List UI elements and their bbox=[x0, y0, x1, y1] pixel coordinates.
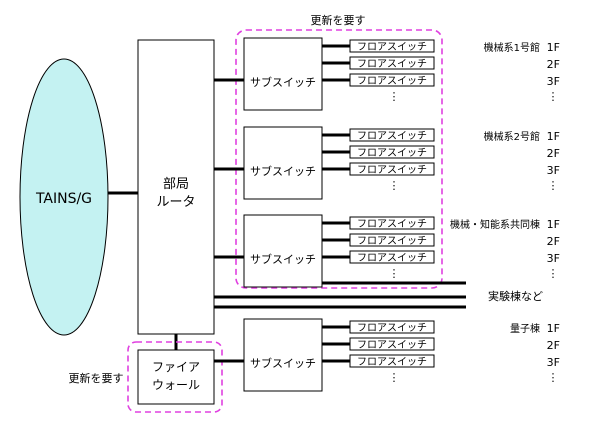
group-mech-intelligent-joint: サブスイッチ フロアスイッチ 1F フロアスイッチ 2F フロアスイッチ 3F ⋮ ⋮ 機械・知能… bbox=[214, 214, 560, 288]
floor-label-ellipsis: ⋮ bbox=[548, 179, 559, 192]
sub-switch-box bbox=[243, 37, 323, 111]
floor-switch-ellipsis: ⋮ bbox=[389, 179, 400, 192]
update-required-highlight-switches bbox=[235, 29, 443, 289]
floor-label: 1F bbox=[547, 130, 560, 143]
tains-ellipse bbox=[19, 58, 109, 336]
group-mech-2: サブスイッチ フロアスイッチ 1F フロアスイッチ 2F フロアスイッチ 3F ⋮ ⋮ 機械系2号… bbox=[214, 126, 560, 200]
router-box bbox=[137, 39, 215, 335]
floor-label-ellipsis: ⋮ bbox=[548, 371, 559, 384]
sub-switch-label: サブスイッチ bbox=[250, 252, 316, 266]
floor-switch-box bbox=[349, 354, 435, 368]
firewall-label-line1: ファイア bbox=[152, 360, 200, 374]
building-name: 機械系1号館 bbox=[484, 41, 540, 54]
update-required-highlight-firewall bbox=[127, 341, 223, 413]
sub-switch-label: サブスイッチ bbox=[250, 164, 316, 178]
tains-label: TAINS/G bbox=[35, 191, 92, 207]
update-required-label-top: 更新を要す bbox=[311, 13, 366, 27]
floor-switch-box bbox=[349, 233, 435, 247]
floor-switch-ellipsis: ⋮ bbox=[389, 371, 400, 384]
floor-switch-label: フロアスイッチ bbox=[357, 218, 427, 230]
floor-label: 1F bbox=[547, 322, 560, 335]
floor-switch-label: フロアスイッチ bbox=[357, 356, 427, 368]
building-name: 量子棟 bbox=[510, 322, 540, 335]
sub-switch-label: サブスイッチ bbox=[250, 356, 316, 370]
floor-switch-box bbox=[349, 320, 435, 334]
floor-switch-label: フロアスイッチ bbox=[357, 147, 427, 159]
building-name: 機械系2号館 bbox=[484, 130, 540, 143]
floor-switch-box bbox=[349, 145, 435, 159]
floor-switch-box bbox=[349, 250, 435, 264]
firewall-node: ファイア ウォール bbox=[137, 349, 215, 405]
floor-label: 3F bbox=[547, 356, 560, 369]
floor-switch-box bbox=[349, 73, 435, 87]
floor-switch-label: フロアスイッチ bbox=[357, 41, 427, 53]
floor-switch-ellipsis: ⋮ bbox=[389, 90, 400, 103]
floor-label: 1F bbox=[547, 218, 560, 231]
sub-switch-box bbox=[243, 126, 323, 200]
floor-label: 3F bbox=[547, 164, 560, 177]
floor-switch-label: フロアスイッチ bbox=[357, 130, 427, 142]
floor-label: 3F bbox=[547, 75, 560, 88]
floor-label: 2F bbox=[547, 235, 560, 248]
router-node: 部局 ルータ bbox=[137, 39, 215, 335]
group-quantum: サブスイッチ フロアスイッチ 1F フロアスイッチ 2F フロアスイッチ 3F ⋮ ⋮ 量子棟 bbox=[214, 318, 560, 392]
floor-label: 2F bbox=[547, 147, 560, 160]
floor-switch-label: フロアスイッチ bbox=[357, 339, 427, 351]
tains-node: TAINS/G bbox=[19, 58, 109, 336]
sub-switch-box bbox=[243, 318, 323, 392]
sub-switch-box bbox=[243, 214, 323, 288]
floor-switch-box bbox=[349, 128, 435, 142]
firewall-box bbox=[137, 349, 215, 405]
floor-switch-label: フロアスイッチ bbox=[357, 252, 427, 264]
floor-switch-box bbox=[349, 39, 435, 53]
floor-switch-label: フロアスイッチ bbox=[357, 164, 427, 176]
floor-switch-box bbox=[349, 337, 435, 351]
floor-switch-ellipsis: ⋮ bbox=[389, 267, 400, 280]
router-label-line2: ルータ bbox=[156, 195, 195, 210]
floor-label-ellipsis: ⋮ bbox=[548, 267, 559, 280]
floor-switch-box bbox=[349, 162, 435, 176]
router-label-line1: 部局 bbox=[163, 177, 189, 192]
floor-label-ellipsis: ⋮ bbox=[548, 90, 559, 103]
experiment-building-label: 実験棟など bbox=[488, 289, 543, 303]
floor-label: 2F bbox=[547, 339, 560, 352]
firewall-label-line2: ウォール bbox=[152, 378, 200, 392]
update-required-label-firewall: 更新を要す bbox=[69, 371, 124, 385]
floor-label: 1F bbox=[547, 41, 560, 54]
sub-switch-label: サブスイッチ bbox=[250, 75, 316, 89]
floor-switch-box bbox=[349, 216, 435, 230]
floor-switch-label: フロアスイッチ bbox=[357, 75, 427, 87]
floor-label: 2F bbox=[547, 58, 560, 71]
floor-switch-label: フロアスイッチ bbox=[357, 322, 427, 334]
floor-switch-box bbox=[349, 56, 435, 70]
floor-switch-label: フロアスイッチ bbox=[357, 58, 427, 70]
floor-label: 3F bbox=[547, 252, 560, 265]
building-name: 機械・知能系共同棟 bbox=[450, 218, 540, 231]
floor-switch-label: フロアスイッチ bbox=[357, 235, 427, 247]
group-mech-1: サブスイッチ フロアスイッチ 1F フロアスイッチ 2F フロアスイッチ 3F ⋮ ⋮ 機械系1号… bbox=[214, 37, 560, 111]
